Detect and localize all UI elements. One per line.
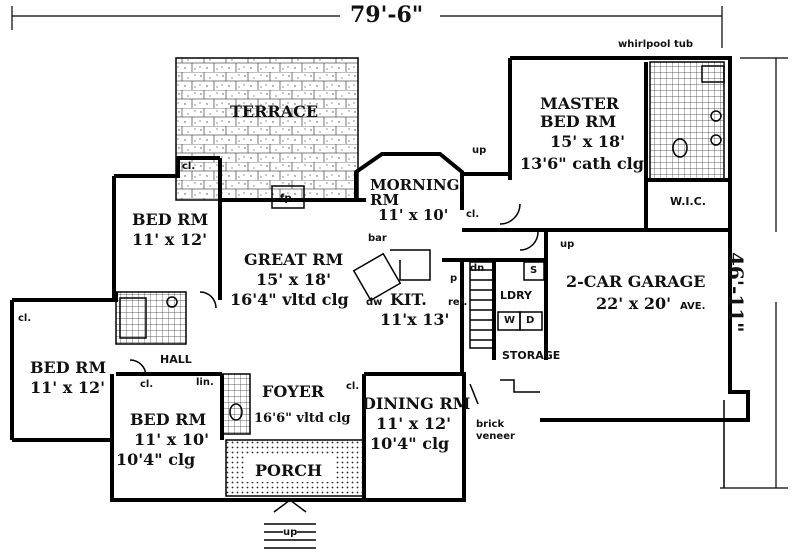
morning-label-2: RM	[370, 191, 400, 209]
morning-label: MORNING	[370, 176, 460, 194]
pantry-label: p	[450, 273, 458, 284]
up-label-kit: up	[472, 145, 487, 156]
up-label-porch: up	[283, 527, 298, 538]
details	[119, 65, 725, 549]
master-label-1: MASTER	[540, 94, 620, 113]
dining-size: 11' x 12'	[376, 414, 452, 433]
width-dimension: 79'-6"	[350, 2, 424, 28]
terrace-label: TERRACE	[230, 102, 319, 121]
bed-s-ceiling: 10'4" clg	[116, 450, 196, 469]
bed-s-size: 11' x 10'	[134, 430, 210, 449]
bed-nw-size: 11' x 12'	[132, 230, 208, 249]
whirlpool-label: whirlpool tub	[618, 39, 694, 50]
morning-size: 11' x 10'	[378, 206, 449, 224]
bed-w-label: BED RM	[30, 358, 107, 377]
wic-label: W.I.C.	[670, 195, 706, 208]
kitchen-size: 11'x 13'	[380, 310, 450, 329]
ref-label: ref.	[448, 297, 468, 308]
linen-label: lin.	[196, 377, 214, 388]
bed-w-size: 11' x 12'	[30, 378, 106, 397]
porch-label: PORCH	[252, 462, 326, 480]
up-label-garage: up	[560, 239, 575, 250]
bed-s-label: BED RM	[130, 410, 207, 429]
dimension-lines	[11, 6, 788, 489]
washer-label: W	[504, 315, 516, 326]
garage-label: 2-CAR GARAGE	[566, 272, 706, 291]
foyer-ceiling: 16'6" vltd clg	[254, 411, 351, 426]
closet-label-w: cl.	[18, 313, 32, 324]
foyer-label: FOYER	[262, 382, 325, 401]
walls	[10, 56, 750, 502]
laundry-label: LDRY	[500, 289, 532, 302]
hall-label: HALL	[160, 353, 192, 366]
sink-label: S	[530, 265, 538, 276]
bed-nw-label: BED RM	[132, 210, 209, 229]
dw-label: dw	[366, 297, 383, 308]
dining-ceiling: 10'4" clg	[370, 434, 450, 453]
terrace-paving	[175, 57, 359, 201]
dryer-label: D	[526, 315, 535, 326]
master-label-2: BED RM	[540, 112, 617, 131]
great-room-ceiling: 16'4" vltd clg	[230, 290, 349, 309]
great-room-label: GREAT RM	[244, 250, 344, 269]
closet-label-s: cl.	[140, 379, 154, 390]
great-room-size: 15' x 18'	[256, 270, 332, 289]
master-ceiling: 13'6" cath clg	[520, 154, 644, 173]
down-label: dn	[470, 263, 485, 274]
kitchen-label: KIT.	[390, 290, 427, 309]
fireplace-label: fp.	[280, 193, 296, 204]
dining-label: DINING RM	[362, 394, 471, 413]
storage-label: STORAGE	[502, 349, 561, 362]
master-bath-tile	[649, 61, 725, 181]
depth-dimension: 46'-11"	[724, 252, 748, 333]
brick-label-1: brick	[476, 419, 505, 430]
bar-label: bar	[368, 233, 387, 244]
master-size: 15' x 18'	[550, 132, 626, 151]
garage-size: 22' x 20'	[596, 294, 672, 313]
brick-label-2: veneer	[476, 431, 515, 442]
garage-suffix: AVE.	[680, 301, 706, 312]
hall-bath-tile	[115, 291, 187, 345]
closet-label-dining: cl.	[346, 381, 360, 392]
closet-label-kit: cl.	[466, 209, 480, 220]
closet-label-nw: cl.	[182, 161, 196, 172]
